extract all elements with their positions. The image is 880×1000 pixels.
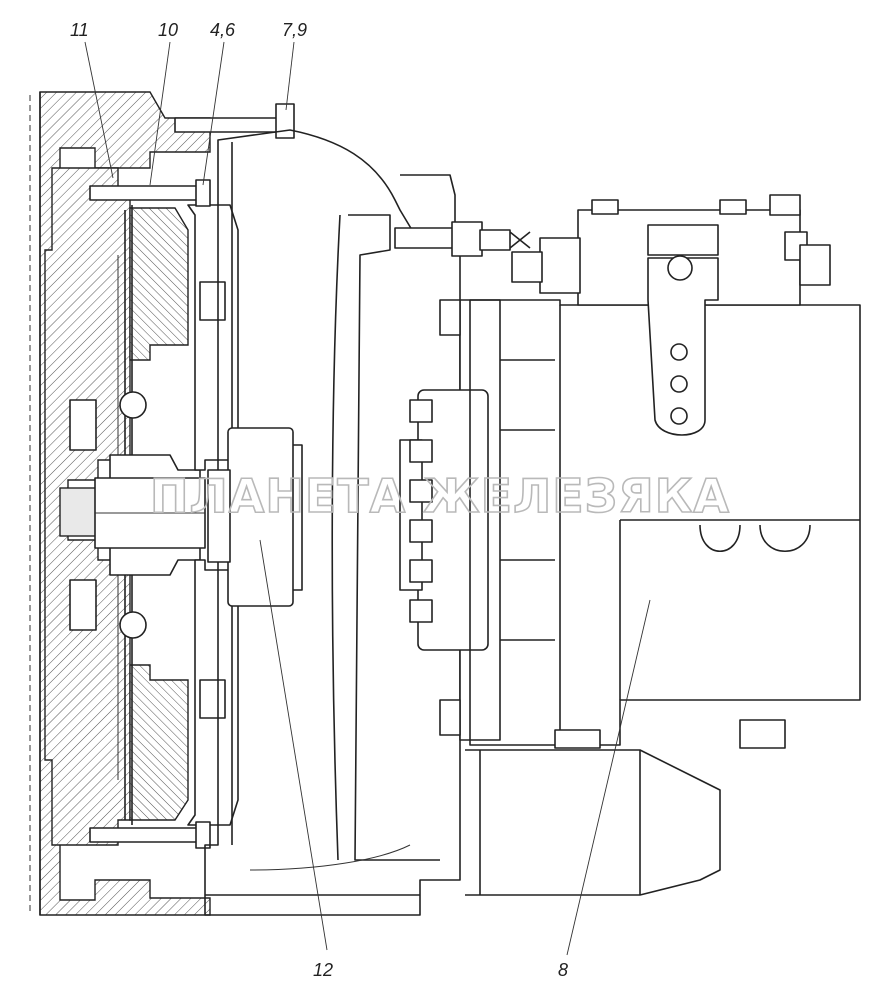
lever-lower (199, 679, 226, 719)
leader-12 (259, 539, 328, 951)
housing-bolt-top (89, 179, 211, 207)
gearbox-housing (469, 299, 861, 749)
flywheel-bolt-lower (69, 579, 97, 631)
callout-4-6: 4,6 (210, 20, 236, 40)
lever-upper (199, 281, 226, 321)
leader-8 (566, 599, 651, 956)
watermark-text: ПЛАНЕТА ЖЕЛЕЗЯКА (150, 469, 730, 523)
damper-spring-lower (119, 611, 147, 639)
lower-cylinder (465, 749, 721, 896)
release-fork-shaft (394, 221, 531, 257)
callout-leaders (84, 41, 651, 956)
callout-10: 10 (158, 20, 178, 40)
damper-spring-upper (119, 391, 147, 419)
clutch-cover (187, 204, 239, 826)
callout-7-9: 7,9 (282, 20, 307, 40)
leader-4-6 (202, 41, 225, 186)
callout-8: 8 (558, 960, 568, 980)
callout-12: 12 (313, 960, 333, 980)
release-bearing (207, 427, 303, 607)
flywheel-bolt-upper (69, 399, 97, 451)
pressure-plate (117, 205, 189, 825)
shift-lever (647, 255, 719, 436)
leader-7-9 (285, 41, 295, 111)
housing-bolt-bottom (89, 821, 211, 849)
clutch-hub (59, 391, 206, 639)
leader-11 (84, 41, 114, 179)
leader-10 (149, 41, 171, 186)
callout-11: 11 (70, 20, 89, 40)
